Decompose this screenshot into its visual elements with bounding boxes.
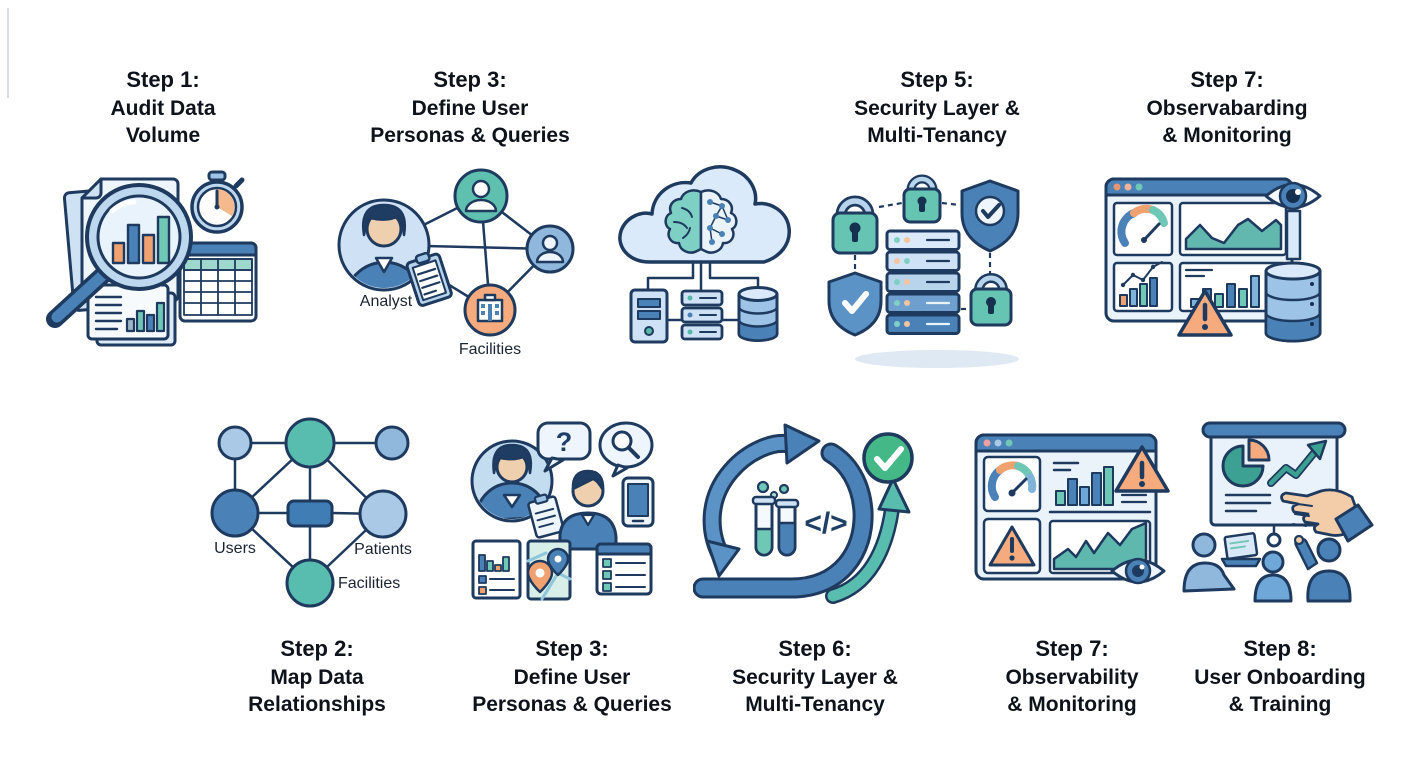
cycle-arrows-testing-icon: </> <box>693 423 914 604</box>
step-6-title: Step 6: Security Layer & Multi-Tenancy <box>732 635 898 718</box>
dashboard-eye-database-icon <box>1104 177 1322 343</box>
step-number: Step 3: <box>433 67 507 92</box>
facilities-label: Facilities <box>338 575 400 592</box>
step-card-6: </> Step 6: Security Layer & Multi-Tenan… <box>665 411 965 718</box>
step-subtitle-line2: & Monitoring <box>1007 692 1137 716</box>
step-card-7a: Step 7: Observabarding & Monitoring <box>1077 66 1377 367</box>
step-subtitle-line1: Define User <box>411 96 529 120</box>
code-brackets-glyph: </> <box>804 507 847 540</box>
security-locks-illustration <box>815 163 1059 377</box>
users-label: Users <box>214 540 256 557</box>
step-1-title: Step 1: Audit Data Volume <box>111 66 216 149</box>
step-subtitle-line2: Multi-Tenancy <box>745 692 885 716</box>
step-number: Step 3: <box>535 636 609 661</box>
cloud-brain-servers-icon <box>618 165 791 344</box>
left-edge-artifact-line <box>7 8 9 98</box>
step-subtitle-line2: Personas & Queries <box>472 692 672 716</box>
cloud-ai-illustration <box>598 158 822 372</box>
step-subtitle-line1: User Onboarding <box>1194 665 1366 689</box>
step-subtitle-line2: & Training <box>1228 692 1332 716</box>
step-subtitle-line1: Observabarding <box>1146 96 1308 120</box>
step-card-1: Step 1: Audit Data Volume <box>13 66 313 367</box>
personas-queries-illustration: ? <box>450 411 694 625</box>
dashboard-eye-illustration <box>1090 163 1364 367</box>
step-2-title: Step 2: Map Data Relationships <box>248 635 386 718</box>
step-7a-title: Step 7: Observabarding & Monitoring <box>1146 66 1307 149</box>
entity-graph-illustration: Users Patients Facilities <box>195 411 439 625</box>
step-subtitle-line1: Audit Data <box>110 96 216 120</box>
dashboard-alerts-illustration <box>950 411 1194 625</box>
step-subtitle-line2: Volume <box>125 123 201 147</box>
step-card-3b: ? Step 3: Define User Personas & Queries <box>422 411 722 718</box>
iteration-cycle-illustration: </> <box>693 411 937 625</box>
training-presentation-illustration <box>1168 411 1392 625</box>
magnifier-documents-icon <box>46 170 258 347</box>
step-subtitle-line1: Security Layer & <box>732 665 898 689</box>
step-subtitle-line1: Map Data <box>270 665 364 689</box>
step-number: Step 2: <box>280 636 354 661</box>
step-number: Step 7: <box>1190 67 1264 92</box>
step-number: Step 8: <box>1243 636 1317 661</box>
locks-shields-server-icon <box>827 174 1020 369</box>
step-card-2: Users Patients Facilities Step 2: Map Da… <box>167 411 467 718</box>
step-subtitle-line1: Security Layer & <box>854 96 1020 120</box>
personas-network-illustration: Analyst Facilities <box>328 163 612 375</box>
audit-data-volume-illustration <box>17 163 309 367</box>
personas-queries-icon: ? <box>470 421 655 601</box>
question-mark-glyph: ? <box>556 427 573 457</box>
step-card-5: Step 5: Security Layer & Multi-Tenancy <box>787 66 1087 377</box>
node-graph-icon: Users Patients Facilities <box>210 417 412 608</box>
dashboard-warning-eye-icon <box>974 433 1170 585</box>
step-subtitle-line2: Relationships <box>248 692 386 716</box>
step-number: Step 1: <box>126 67 200 92</box>
step-number: Step 6: <box>778 636 852 661</box>
step-subtitle-line2: Multi-Tenancy <box>867 123 1007 147</box>
step-card-8: Step 8: User Onboarding & Training <box>1130 411 1408 718</box>
step-8-title: Step 8: User Onboarding & Training <box>1194 635 1366 718</box>
step-number: Step 7: <box>1035 636 1109 661</box>
facilities-label: Facilities <box>459 341 521 358</box>
cloud-ai-card <box>598 158 822 372</box>
step-card-3a: Step 3: Define User Personas & Queries <box>320 66 620 375</box>
presentation-audience-icon <box>1182 421 1374 603</box>
personas-network-icon: Analyst Facilities <box>337 168 575 358</box>
step-subtitle-line2: & Monitoring <box>1162 123 1292 147</box>
patients-label: Patients <box>354 541 412 558</box>
analyst-label: Analyst <box>360 293 413 310</box>
step-3a-title: Step 3: Define User Personas & Queries <box>370 66 570 149</box>
step-subtitle-line1: Observability <box>1005 665 1139 689</box>
step-subtitle-line1: Define User <box>513 665 631 689</box>
step-5-title: Step 5: Security Layer & Multi-Tenancy <box>854 66 1020 149</box>
step-card-7b: Step 7: Observability & Monitoring <box>922 411 1222 718</box>
step-number: Step 5: <box>900 67 974 92</box>
step-3b-title: Step 3: Define User Personas & Queries <box>472 635 672 718</box>
step-subtitle-line2: Personas & Queries <box>370 123 570 147</box>
step-7b-title: Step 7: Observability & Monitoring <box>1005 635 1138 718</box>
